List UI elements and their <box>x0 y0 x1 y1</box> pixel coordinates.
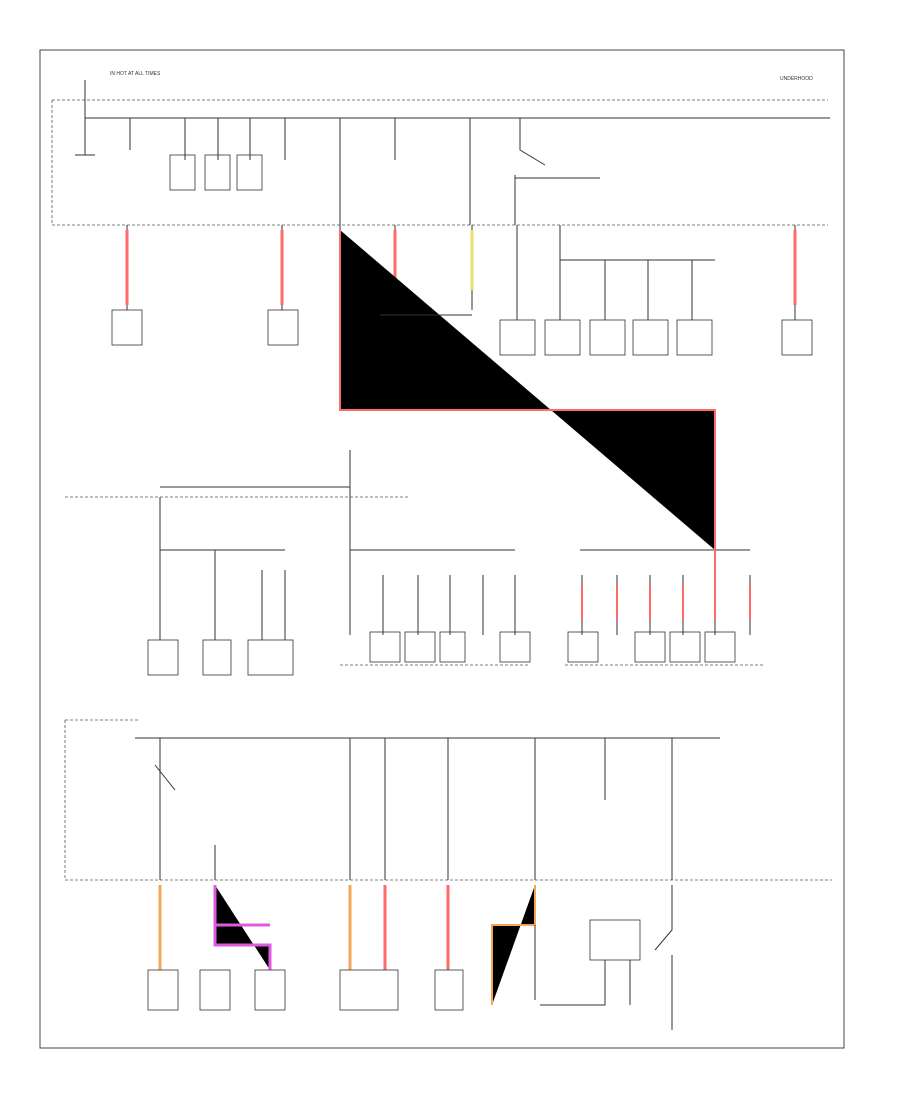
junction-middle <box>65 450 765 676</box>
top-connectors <box>111 225 813 550</box>
svg-text:UNDERHOOD: UNDERHOOD <box>780 76 813 82</box>
svg-text:IN HOT AT ALL TIMES: IN HOT AT ALL TIMES <box>110 71 161 77</box>
diagram-border <box>39 49 845 1049</box>
bottom-connectors <box>147 885 673 1030</box>
fuse-block-bottom <box>64 719 832 881</box>
fuse-block-top: IN HOT AT ALL TIMES UNDERHOOD <box>51 71 830 226</box>
